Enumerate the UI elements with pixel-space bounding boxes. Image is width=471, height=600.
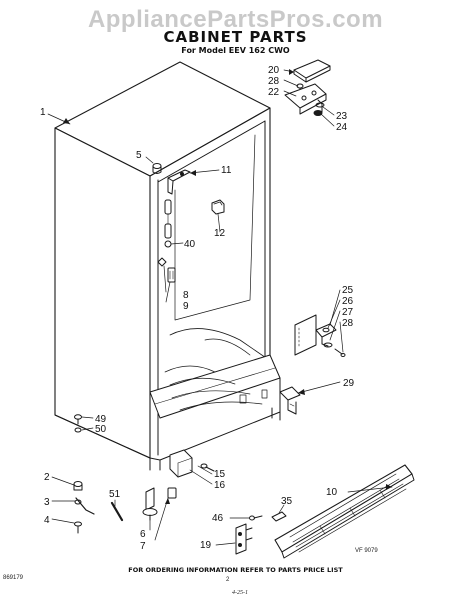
grille-clip-parts [235,511,287,555]
screws-49-50 [74,414,82,433]
hinge-column-parts [157,199,176,283]
callout-16: 16 [214,480,226,491]
callout-11: 11 [221,165,232,176]
callout-20: 20 [268,65,280,76]
watermark: AppliancePartsPros.com [87,6,384,33]
callout-51: 51 [109,489,121,500]
callout-35: 35 [281,496,293,507]
diagram-title: CABINET PARTS [163,28,308,46]
callout-22: 22 [268,87,280,98]
callout-19: 19 [200,540,212,551]
callout-27: 27 [342,307,354,318]
callout-1: 1 [40,107,46,118]
page-number: 2 [226,577,230,583]
bracket-29 [279,386,301,415]
screw-5 [152,163,162,174]
figure-code: 869179 [3,575,24,581]
callout-25: 25 [342,285,354,296]
callout-24: 24 [336,122,348,133]
bottom-handwritten-note: 4-25-1 [232,590,248,596]
cabinet-shell [54,61,281,471]
top-hinge-assembly [284,59,331,116]
model-subtitle: For Model EEV 162 CWO [181,46,290,55]
callout-12: 12 [214,228,226,239]
callout-46: 46 [212,513,224,524]
leader-arrowheads [63,69,392,504]
callout-15: 15 [214,469,226,480]
callout-49: 49 [95,414,107,425]
callout-29: 29 [343,378,355,389]
callout-28-bottom: 28 [342,318,354,329]
ordering-note: FOR ORDERING INFORMATION REFER TO PARTS … [128,566,343,574]
callout-4: 4 [44,515,50,526]
switch-block [167,449,215,499]
callout-labels: 1 5 11 12 40 8 9 20 28 22 23 24 25 26 27… [40,65,355,552]
callout-7: 7 [140,541,146,552]
bottom-hinge-assembly [294,314,346,357]
hinge-bracket-11 [167,169,191,195]
callout-2: 2 [44,472,50,483]
callout-5: 5 [136,150,142,161]
callout-40: 40 [184,239,196,250]
callout-50: 50 [95,424,107,435]
callout-6: 6 [140,529,146,540]
callout-8: 8 [183,290,189,301]
callout-9: 9 [183,301,189,312]
callout-3: 3 [44,497,50,508]
callout-26: 26 [342,296,354,307]
callout-28-top: 28 [268,76,280,87]
kickplate-grille-10 [274,464,415,559]
callout-10: 10 [326,487,338,498]
callout-23: 23 [336,111,348,122]
plug-12 [211,199,225,215]
view-figure-code: VF 9079 [355,548,378,554]
